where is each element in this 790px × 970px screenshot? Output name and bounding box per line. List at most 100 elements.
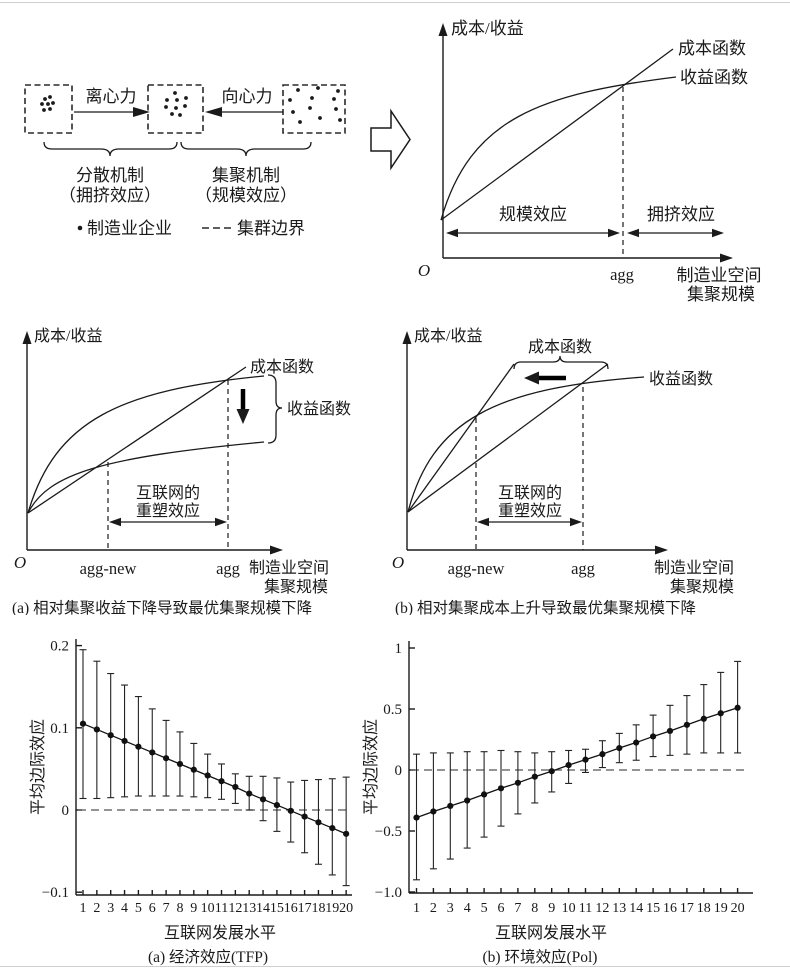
- cost-curve: [440, 48, 674, 221]
- agglomeration-title: 集聚机制: [212, 166, 280, 185]
- data-point: [107, 732, 114, 739]
- centrifugal-arrowhead-icon: [133, 107, 150, 117]
- data-point: [218, 778, 225, 785]
- scale-left-arrowhead-icon: [446, 228, 458, 238]
- cost-curve: [27, 366, 247, 514]
- y-tick-label: 0.5: [383, 702, 402, 718]
- crowding-left-arrowhead-icon: [627, 228, 639, 238]
- x-tick-label: 9: [190, 901, 197, 916]
- x-tick-label: 20: [731, 901, 745, 916]
- revenue-curve: [440, 76, 677, 221]
- data-point: [497, 785, 505, 792]
- data-point: [259, 796, 267, 803]
- data-point: [481, 791, 488, 798]
- data-point: [430, 808, 437, 815]
- firm-dots-sparse: [288, 86, 342, 124]
- origin-label: O: [392, 553, 404, 572]
- x-tick-label: 14: [629, 901, 643, 916]
- data-point: [447, 802, 454, 810]
- x-tick-label: 11: [215, 901, 228, 916]
- x-tick-label: 13: [612, 901, 626, 916]
- agg-label: agg: [610, 265, 634, 284]
- reshape-label-line1: 互联网的: [136, 484, 200, 502]
- revenue-curve-label: 收益函数: [287, 400, 351, 418]
- y-tick-label: 0.2: [50, 639, 69, 655]
- data-point: [273, 801, 280, 809]
- data-point: [683, 721, 691, 728]
- data-point: [287, 807, 294, 814]
- data-point: [616, 744, 623, 752]
- centripetal-label: 向心力: [222, 87, 273, 106]
- reshape-label-line2: 重塑效应: [498, 501, 562, 520]
- cost-curve-label: 成本函数: [250, 358, 314, 376]
- x-axis-arrowhead-icon: [720, 253, 733, 263]
- y-axis-title: 平均边际效应: [361, 719, 380, 815]
- reshape-label-line2: 重塑效应: [136, 501, 200, 520]
- panel-a-chart: 成本/收益 成本函数 收益函数 互联网的 重塑效应 O agg-new agg …: [12, 327, 351, 615]
- x-tick-label: 9: [548, 901, 555, 916]
- mechanism-diagram: 离心力 向心力 分散机制 （拥挤效应） 集聚机制 （规模效应） 制造业企业 集群…: [24, 84, 411, 238]
- legend-boundary-label: 集群边界: [237, 219, 305, 238]
- agglomeration-brace: [180, 141, 312, 157]
- x-tick-label: 5: [135, 901, 142, 916]
- x-tick-label: 7: [514, 901, 521, 916]
- origin-label: O: [14, 553, 26, 572]
- x-tick-label: 13: [242, 901, 256, 916]
- data-point: [149, 749, 156, 756]
- scale-effect-label: 规模效应: [499, 205, 567, 224]
- x-tick-label: 12: [228, 901, 242, 916]
- data-point: [246, 790, 253, 797]
- x-tick-label: 3: [447, 901, 454, 916]
- y-tick-label: −1.0: [375, 885, 402, 901]
- firm-dot-icon: [77, 225, 83, 231]
- shift-left-arrowhead-icon: [524, 371, 539, 385]
- data-point: [666, 727, 674, 735]
- data-point: [121, 737, 128, 745]
- data-point: [599, 751, 606, 758]
- x-tick-label: 19: [714, 901, 728, 916]
- x-axis-label-line2: 集聚规模: [264, 578, 328, 596]
- x-tick-label: 1: [80, 901, 87, 916]
- x-axis-label-line1: 制造业空间: [677, 266, 762, 285]
- dispersion-brace: [43, 141, 178, 157]
- x-axis-arrowhead-icon: [655, 545, 668, 555]
- y-axis-label: 成本/收益: [451, 19, 524, 38]
- x-tick-label: 11: [579, 901, 592, 916]
- agglomeration-subtitle: （规模效应）: [195, 186, 297, 205]
- x-tick-label: 5: [481, 901, 488, 916]
- x-tick-label: 15: [270, 901, 284, 916]
- x-tick-label: 18: [697, 901, 711, 916]
- reshape-label-line1: 互联网的: [498, 484, 562, 502]
- y-tick-label: −0.1: [42, 885, 69, 901]
- reshape-left-arrowhead-icon: [477, 517, 489, 527]
- y-tick-label: 0: [62, 803, 70, 819]
- dispersion-subtitle: （拥挤效应）: [59, 186, 161, 205]
- crowding-right-arrowhead-icon: [712, 228, 724, 238]
- cluster-box-dense: [24, 84, 73, 134]
- cluster-box-medium: [147, 84, 204, 134]
- data-point: [734, 704, 741, 711]
- y-axis-title: 平均边际效应: [28, 719, 47, 815]
- x-tick-label: 12: [595, 901, 609, 916]
- cost-curve-old: [407, 363, 609, 513]
- data-point: [301, 813, 308, 820]
- data-point: [329, 824, 336, 832]
- x-tick-label: 6: [149, 901, 156, 916]
- data-point: [548, 768, 555, 775]
- x-tick-label: 18: [311, 901, 325, 916]
- cost-curve-label: 成本函数: [528, 338, 592, 356]
- agg-label: agg: [216, 559, 240, 578]
- reshape-right-arrowhead-icon: [570, 517, 582, 527]
- base-cost-revenue-chart: 成本/收益 成本函数 收益函数 规模效应 拥挤效应 O agg 制造业空间 集聚…: [418, 19, 762, 304]
- x-tick-label: 4: [121, 901, 128, 916]
- data-point: [343, 830, 350, 837]
- agg-label: agg: [571, 559, 595, 578]
- reshape-right-arrowhead-icon: [215, 517, 227, 527]
- revenue-curve-new: [27, 441, 265, 514]
- x-tick-label: 16: [284, 901, 298, 916]
- x-axis-label-line2: 集聚规模: [670, 578, 734, 596]
- y-tick-label: 1: [395, 641, 403, 657]
- dispersion-title: 分散机制: [76, 166, 144, 185]
